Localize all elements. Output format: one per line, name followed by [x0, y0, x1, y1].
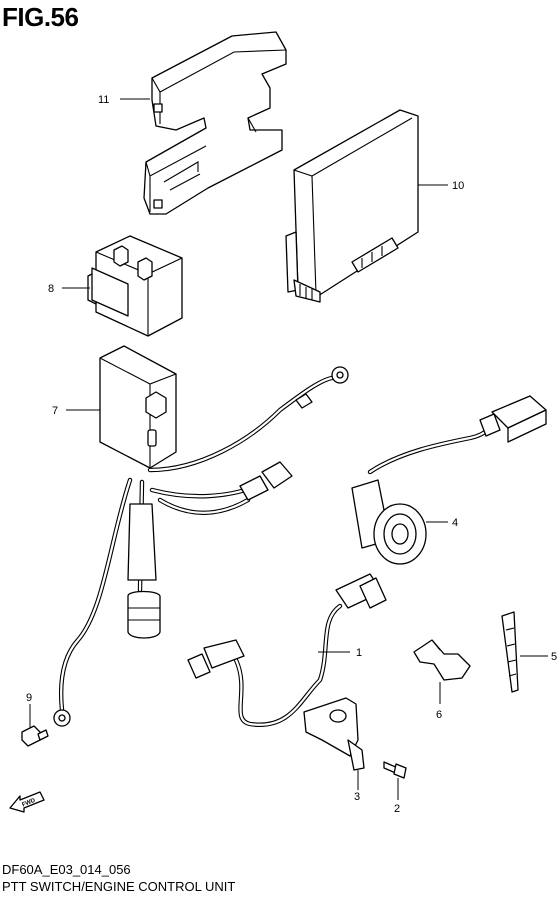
callout-5: 5: [551, 651, 557, 663]
part-10-ecu[interactable]: [285, 109, 419, 303]
figure-title: FIG.56: [2, 2, 79, 32]
callout-10: 10: [452, 180, 464, 192]
part-6-clip[interactable]: [413, 639, 471, 681]
callout-6: 6: [436, 709, 442, 721]
figure-code: DF60A_E03_014_056: [2, 862, 131, 877]
part-2-screw[interactable]: [383, 761, 407, 779]
callout-2: 2: [394, 803, 400, 815]
part-8-relay[interactable]: [87, 235, 183, 337]
part-3-bracket[interactable]: [303, 697, 365, 771]
callout-7: 7: [52, 405, 58, 417]
callout-3: 3: [354, 791, 360, 803]
fwd-arrow-icon: FWD: [9, 791, 45, 813]
callout-1: 1: [356, 647, 362, 659]
callout-8: 8: [48, 283, 54, 295]
callout-9: 9: [26, 692, 32, 704]
part-9-bolt[interactable]: [21, 725, 49, 747]
callout-11: 11: [98, 94, 109, 106]
part-1-sensor-harness[interactable]: [187, 573, 387, 727]
part-4-ptt-switch[interactable]: [351, 395, 547, 565]
part-11-cover[interactable]: [143, 31, 287, 215]
part-5-cable-tie[interactable]: [501, 611, 519, 693]
callout-4: 4: [452, 517, 458, 529]
part-7-harness[interactable]: [53, 345, 349, 727]
fwd-label: FWD: [21, 798, 37, 809]
figure-caption: PTT SWITCH/ENGINE CONTROL UNIT: [2, 879, 236, 894]
